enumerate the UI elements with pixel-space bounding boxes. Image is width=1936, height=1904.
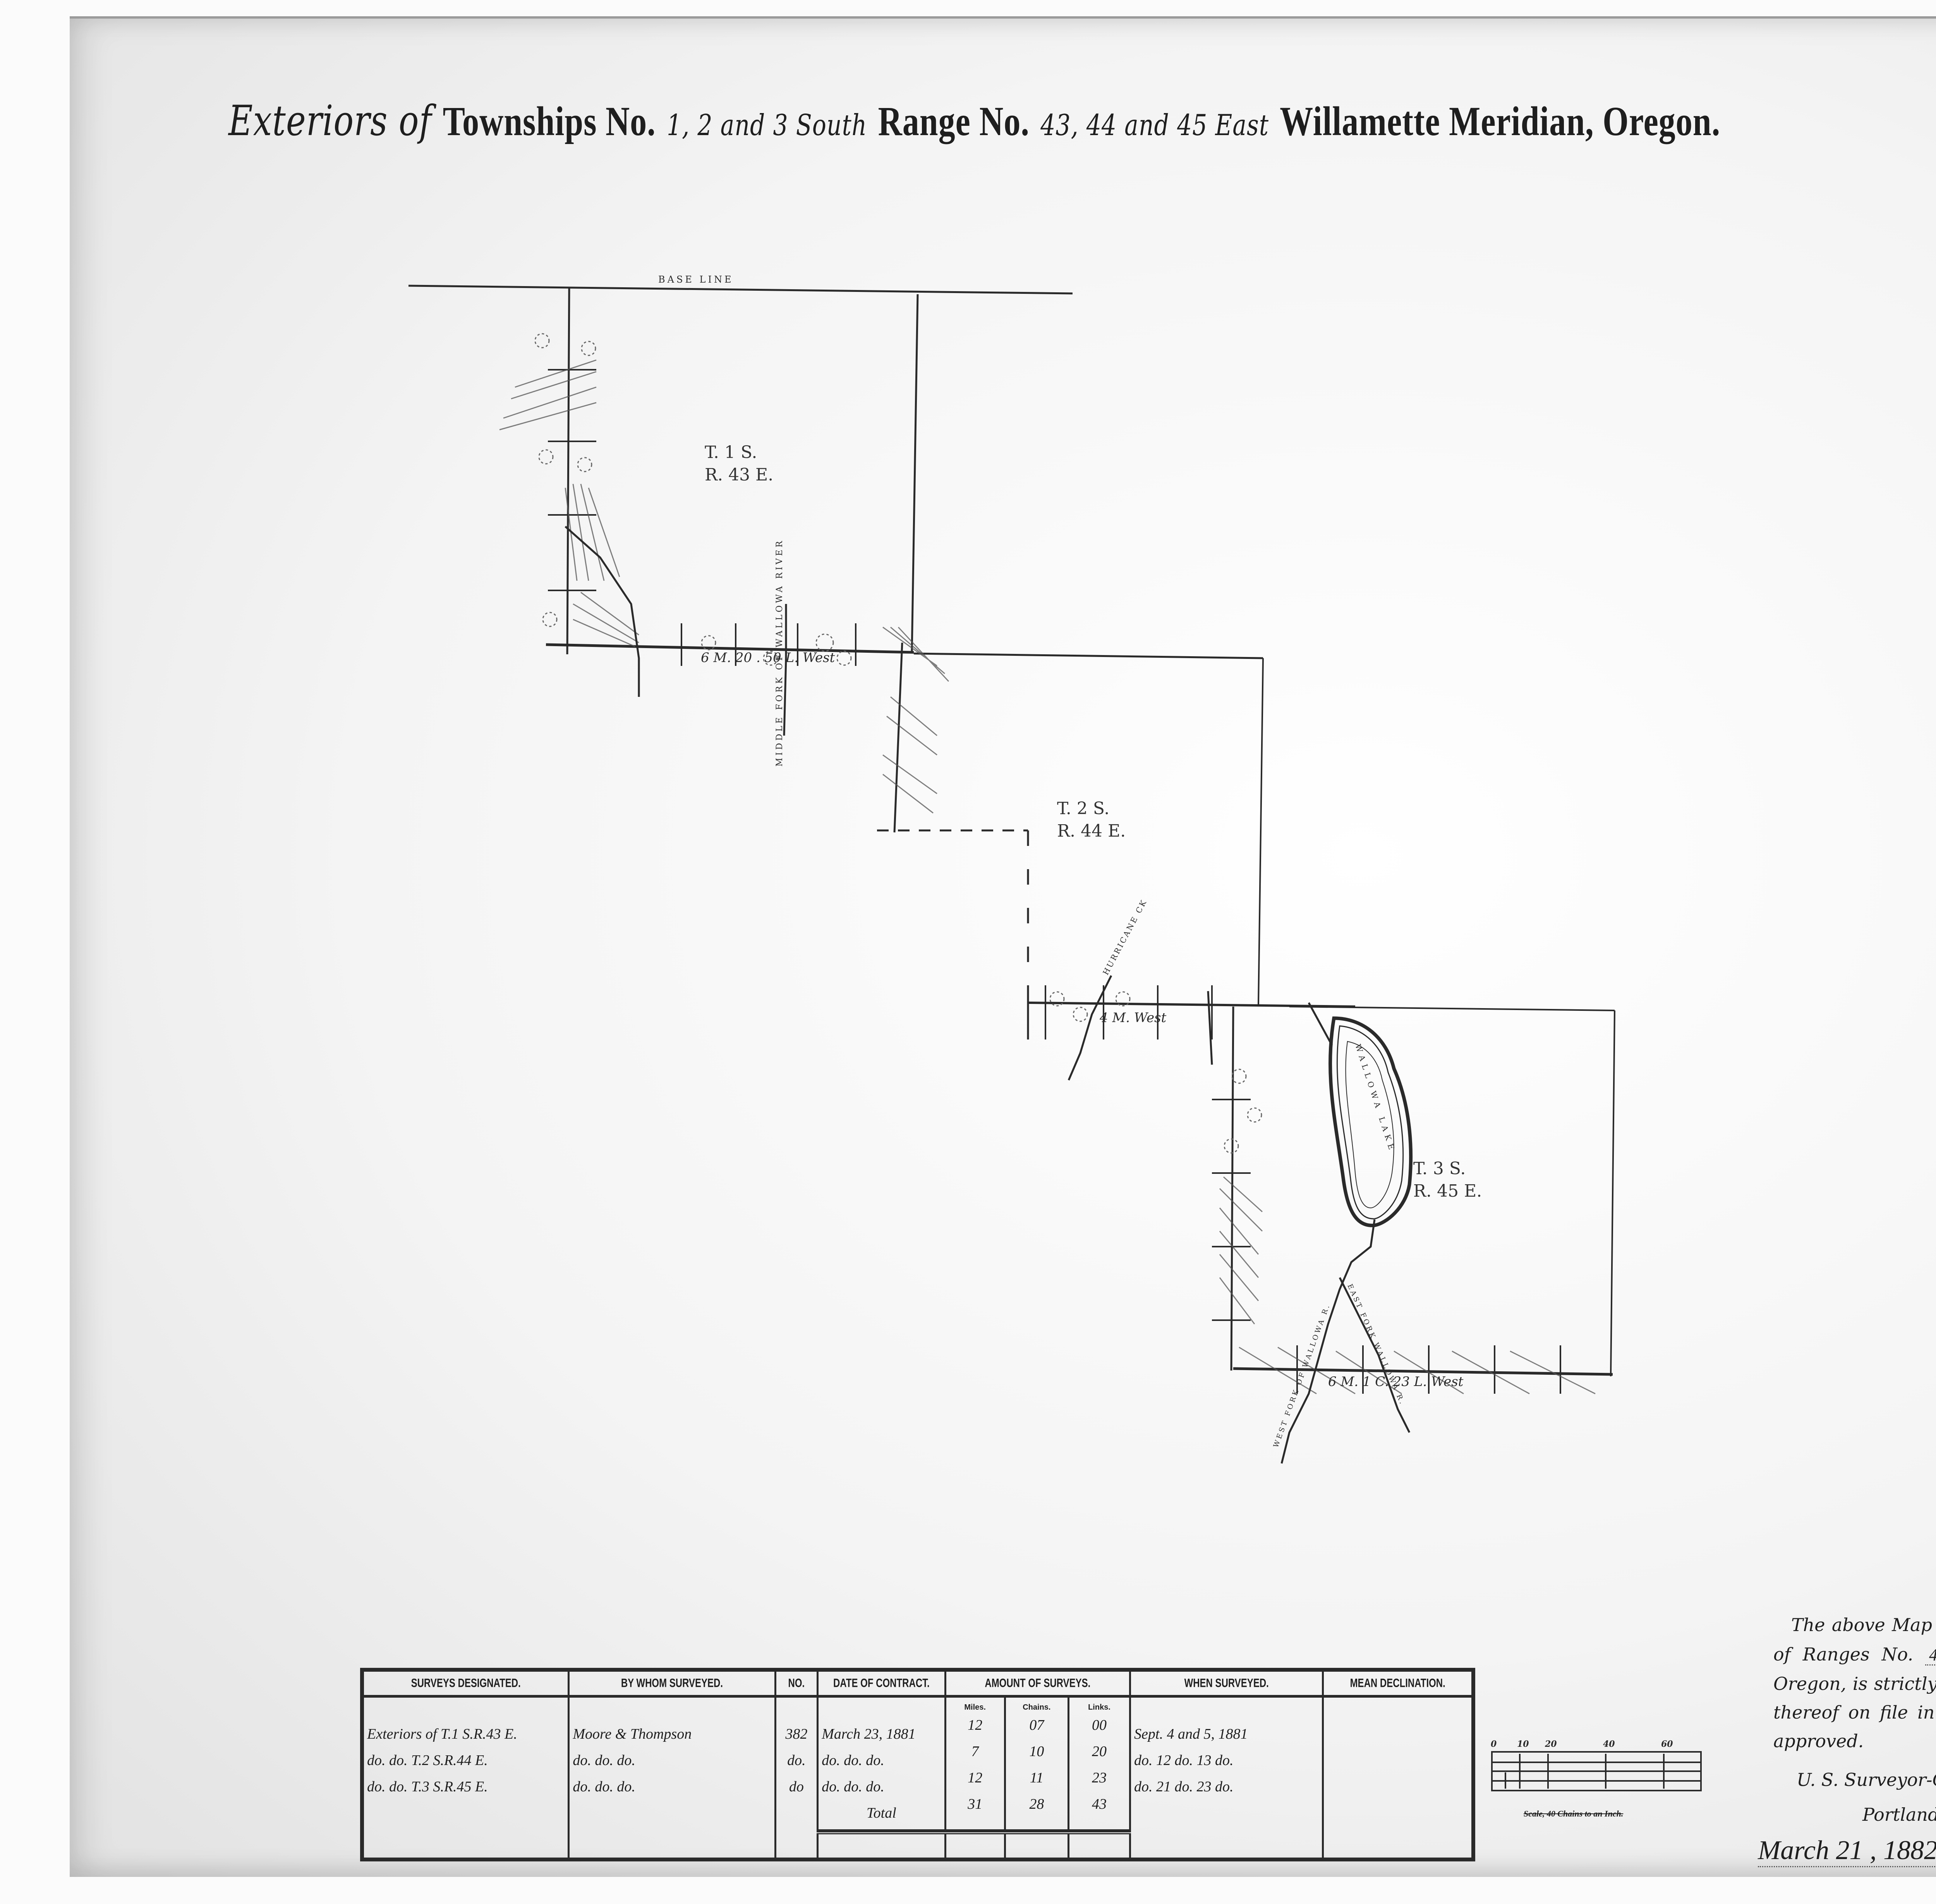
creek-t1 [565,526,640,697]
lake-outlet [1308,1002,1333,1046]
title-part: Exteriors of [228,97,432,145]
title-part: Townships No. [443,98,656,144]
subheader-chains: Chains. [1023,1703,1051,1712]
title-part: Range No. [878,98,1030,144]
col-by-whom: BY WHOM SURVEYED. [568,1666,775,1702]
table-cell: do. do. do. [573,1779,635,1795]
table-cell: 10 [1029,1743,1044,1760]
total-label: Total [867,1805,896,1821]
table-cell: do [789,1779,804,1795]
cert-fill: 43, 44 & 45 East [1925,1645,1936,1666]
svg-text:20: 20 [1545,1739,1557,1749]
office-city: Portland, Oregon, [1862,1804,1936,1825]
river-label: WEST FORK OF WALLOWA R. [1272,1302,1332,1449]
base-line [408,285,1073,295]
subheader-links: Links. [1088,1703,1110,1712]
total-chains: 28 [1029,1796,1044,1812]
scale-bar: 0 10 20 40 60 80 [1491,1739,1702,1791]
table-cell: 12 [968,1770,983,1786]
col-no: NO. [774,1666,818,1702]
office-name: U. S. Surveyor-General's Office, [1797,1769,1936,1790]
svg-text:0: 0 [1491,1739,1497,1749]
line-note: 6 M. 20 . 50 L. West [701,650,835,666]
certificate-date: March 21 , 1882. [1758,1835,1936,1867]
table-cell: Moore & Thompson [573,1726,692,1742]
title-part: Willamette Meridian, Oregon. [1280,98,1721,144]
table-cell: do. do. do. [573,1752,635,1768]
total-links: 43 [1092,1796,1107,1812]
table-cell: 11 [1030,1770,1044,1786]
total-miles: 31 [968,1796,983,1812]
creek-label: HURRICANE CK [1101,897,1149,976]
col-when: WHEN SURVEYED. [1129,1666,1323,1702]
svg-text:40: 40 [1603,1739,1615,1749]
table-cell: 7 [971,1743,979,1760]
col-surveys: SURVEYS DESIGNATED. [362,1666,569,1702]
svg-text:10: 10 [1517,1739,1529,1749]
col-amount: AMOUNT OF SURVEYS. [944,1666,1130,1702]
wallowa-lake [1328,1016,1413,1227]
map-title: Exteriors of Townships No. 1, 2 and 3 So… [228,97,1720,145]
svg-text:60: 60 [1661,1739,1673,1749]
table-cell: do. [787,1752,806,1768]
line-note: 4 M. West [1099,1010,1167,1026]
survey-table: SURVEYS DESIGNATED. BY WHOM SURVEYED. NO… [360,1666,1475,1861]
west-fork-wallowa-river [1280,1219,1376,1464]
col-declination: MEAN DECLINATION. [1322,1666,1473,1702]
table-cell: 382 [785,1726,808,1742]
base-line-label: BASE LINE [658,274,734,285]
certificate-text: The above Map of the Exteriors of Townsh… [1773,1611,1936,1755]
river-label: MIDDLE FORK OF WALLOWA RIVER [775,539,784,767]
east-fork-wallowa-river [1339,1277,1411,1433]
table-cell: March 23, 1881 [822,1726,916,1742]
table-cell: do. 12 do. 13 do. [1134,1752,1234,1768]
table-cell: do. 21 do. 23 do. [1134,1779,1234,1795]
title-part: 43, 44 and 45 East [1040,108,1269,142]
table-cell: 07 [1029,1717,1044,1733]
map-sheet [70,16,1936,1877]
table-cell: Exteriors of T.1 S.R.43 E. [367,1726,517,1742]
table-cell: 00 [1092,1717,1107,1733]
table-cell: 20 [1092,1743,1107,1760]
line-note: 6 M. 1 C. 23 L. West [1328,1374,1464,1389]
table-cell: 12 [968,1717,983,1733]
table-cell: do. do. T.2 S.R.44 E. [367,1752,488,1768]
table-cell: 23 [1092,1770,1107,1786]
township-label-t1: T. 1 S. R. 43 E. [705,443,774,485]
table-cell: do. do. do. [822,1779,884,1795]
subheader-miles: Miles. [964,1703,986,1712]
table-cell: Sept. 4 and 5, 1881 [1134,1726,1248,1742]
title-part: 1, 2 and 3 South [667,108,867,142]
table-cell: do. do. T.3 S.R.45 E. [367,1779,488,1795]
col-date: DATE OF CONTRACT. [817,1666,946,1702]
table-cell: do. do. do. [822,1752,884,1768]
middle-fork-wallowa-river [783,604,787,736]
scale-caption: Scale, 40 Chains to an Inch. [1524,1809,1624,1818]
township-label-t2: T. 2 S. R. 44 E. [1057,799,1126,841]
township-label-t3: T. 3 S. R. 45 E. [1413,1159,1482,1201]
